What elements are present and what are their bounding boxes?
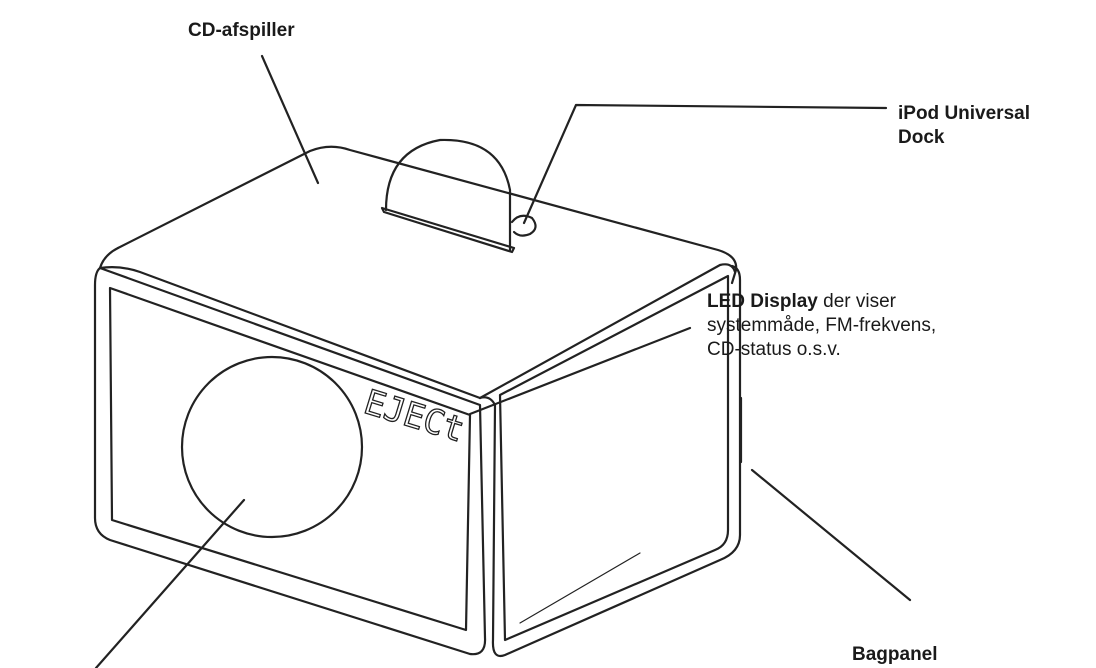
device-side-panel bbox=[498, 274, 730, 642]
label-cd-player: CD-afspiller bbox=[188, 20, 295, 41]
label-back-panel: Bagpanel bbox=[852, 644, 938, 665]
speaker-circle bbox=[180, 355, 364, 539]
label-led-rest: der viser bbox=[823, 291, 897, 312]
leader-ipod bbox=[522, 103, 888, 225]
device-side-panel-highlight bbox=[519, 552, 641, 624]
label-led-line1: LED Display der viser bbox=[707, 290, 936, 314]
device-side-face-outer bbox=[478, 264, 742, 658]
label-ipod-dock: iPod Universal Dock bbox=[898, 102, 1030, 150]
device-front-face-outer bbox=[93, 266, 487, 656]
device-top-front-edge bbox=[98, 266, 482, 400]
label-ipod-line1: iPod Universal bbox=[898, 103, 1030, 124]
leader-back bbox=[750, 468, 912, 602]
label-led-line3: CD-status o.s.v. bbox=[707, 339, 841, 360]
leader-led bbox=[468, 326, 692, 416]
cd-slot bbox=[380, 206, 516, 254]
label-led-title: LED Display bbox=[707, 291, 818, 312]
leader-cd bbox=[260, 54, 320, 185]
device-front-top-edge bbox=[98, 246, 120, 270]
device-top-right-edge bbox=[478, 263, 737, 400]
device-top-face bbox=[116, 145, 738, 285]
device-front-panel bbox=[108, 286, 472, 632]
ipod-dock bbox=[510, 214, 537, 237]
led-display-text: EJECt bbox=[359, 382, 469, 450]
label-ipod-line2: Dock bbox=[898, 127, 945, 148]
label-led-line2: systemmåde, FM-frekvens, bbox=[707, 315, 937, 336]
label-led-display: LED Display der viser systemmåde, FM-fre… bbox=[707, 290, 936, 362]
cd-disc bbox=[384, 138, 512, 252]
leader-speaker bbox=[94, 498, 246, 668]
